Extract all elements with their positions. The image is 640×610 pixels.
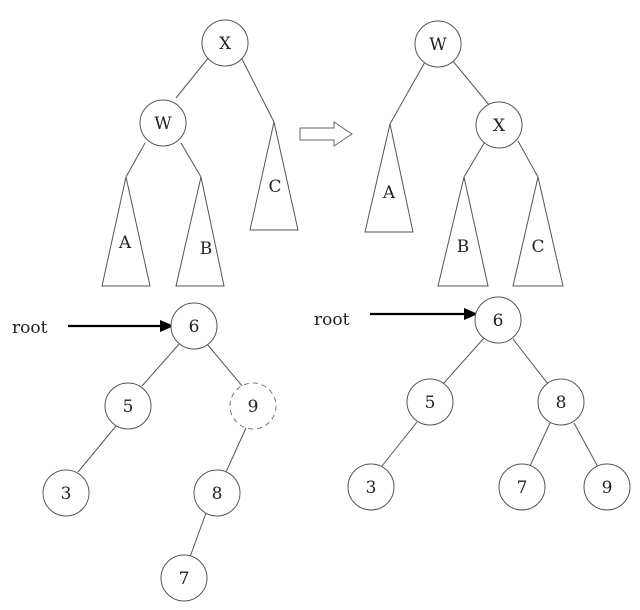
edge-6-5: [141, 342, 181, 387]
edge-x-c: [517, 140, 539, 178]
node-3-label: 3: [366, 478, 377, 498]
subtree-a: [364, 123, 414, 233]
node-w-label: W: [429, 35, 447, 55]
root-label: root: [12, 318, 48, 338]
node-7: [160, 554, 208, 602]
node-9: [583, 463, 631, 511]
node-x: [475, 101, 523, 149]
node-8-label: 8: [212, 484, 223, 504]
edge-w-x: [451, 59, 491, 107]
edge-8-7: [529, 422, 551, 467]
edge-w-a: [125, 142, 146, 178]
subtree-c: [249, 121, 299, 231]
node-6: [474, 296, 522, 344]
node-9-removed: [229, 382, 277, 430]
node-9-label: 9: [602, 478, 613, 498]
node-8: [537, 378, 585, 426]
node-8-label: 8: [556, 393, 567, 413]
root-pointer-arrowhead: [160, 320, 174, 332]
subtree-b: [175, 176, 225, 287]
subtree-c-label: C: [268, 177, 281, 197]
edge-x-c: [240, 56, 275, 123]
edge-w-b: [180, 142, 202, 178]
root-label: root: [314, 310, 350, 330]
node-5: [104, 382, 152, 430]
subtree-b-label: B: [457, 237, 470, 257]
transform-arrow-icon: [299, 121, 353, 147]
node-w: [414, 20, 462, 68]
node-x-label: X: [493, 116, 506, 136]
node-7-label: 7: [179, 569, 190, 589]
node-7: [498, 463, 546, 511]
edge-x-w: [175, 56, 210, 99]
node-6-label: 6: [493, 311, 504, 331]
subtree-b: [437, 176, 489, 287]
node-7-label: 7: [517, 478, 528, 498]
node-5: [406, 378, 454, 426]
rotation-after: W X A B C: [364, 20, 564, 287]
node-5-label: 5: [123, 397, 134, 417]
node-3: [42, 469, 90, 517]
edge-8-7: [189, 512, 207, 558]
node-5-label: 5: [425, 393, 436, 413]
edge-6-8: [512, 338, 549, 385]
node-3: [347, 463, 395, 511]
edge-x-b: [463, 139, 487, 178]
node-9-label: 9: [248, 397, 259, 417]
edge-6-5: [442, 337, 485, 385]
subtree-a-label: A: [118, 233, 132, 253]
edge-5-3: [77, 425, 117, 473]
node-8: [193, 469, 241, 517]
subtree-c: [512, 176, 564, 287]
rotation-before: X W A B C: [101, 19, 299, 287]
edge-w-a: [389, 61, 426, 125]
node-6-label: 6: [189, 317, 200, 337]
node-3-label: 3: [61, 484, 72, 504]
edge-9-8: [225, 427, 247, 473]
edge-8-9: [573, 422, 599, 468]
bst-after: root 6 5 8 3 7 9: [314, 296, 631, 511]
subtree-c-label: C: [531, 237, 544, 257]
edge-5-3: [381, 421, 418, 467]
node-w-label: W: [154, 114, 172, 134]
node-x: [201, 19, 249, 67]
subtree-a-label: A: [382, 183, 396, 203]
root-pointer-arrowhead: [464, 308, 478, 320]
subtree-a: [101, 176, 151, 287]
bst-before: root 6 5 9 3 8 7: [12, 302, 277, 602]
node-x-label: X: [219, 34, 232, 54]
subtree-b-label: B: [200, 239, 213, 259]
node-6: [170, 302, 218, 350]
edge-6-9: [206, 343, 244, 388]
node-w: [139, 99, 187, 147]
